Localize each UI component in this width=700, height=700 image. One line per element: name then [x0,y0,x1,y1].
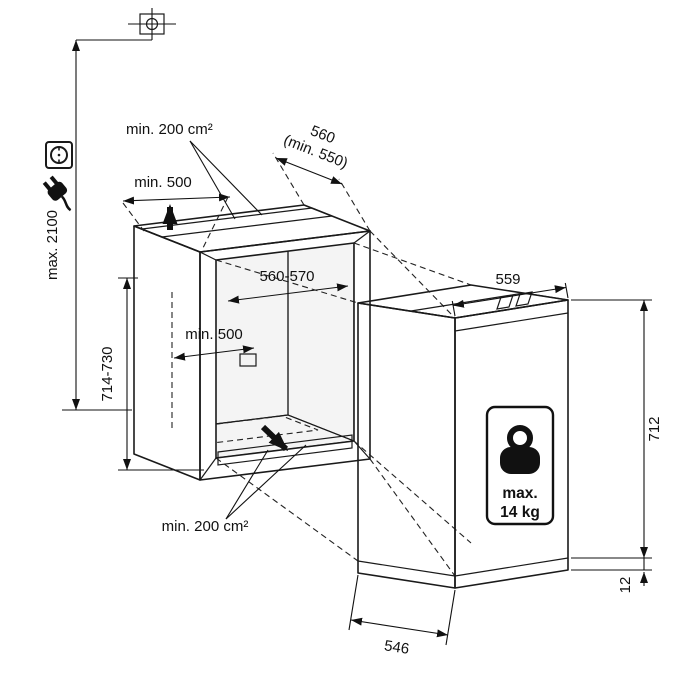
inner-clearance-label: min. 500 [185,326,243,343]
projection-line-2 [353,242,472,286]
niche-interior [216,243,354,458]
inner-clearance-dim-line [173,345,255,361]
appliance-depth-label: 546 [383,637,410,658]
ceiling-fixing-icon [128,8,176,40]
niche-height-dimension: 714-730 [99,277,204,471]
plug-body [47,181,68,201]
bottom-vent-cutout [217,434,353,466]
appliance-base-seam-left [357,560,456,577]
appliance-left-face [357,302,456,589]
weight-max-label: max. [502,485,537,502]
ceiling-symbol-box [139,13,165,35]
top-vent-area-callout: min. 200 cm² [126,121,263,220]
appliance-depth-dimension: 546 [348,574,456,658]
appliance-depth-ext-front [445,589,456,646]
max-height-label: max. 2100 [44,210,61,280]
appliance-depth-ext-back [348,574,359,631]
niche-width-dimension: 560-570 [227,268,349,304]
frame-miter-bl [199,457,217,481]
plug-prong-right [49,175,59,186]
plug-prong-left [42,181,52,191]
top-vent-leader-2 [189,140,263,216]
kettlebell-weight-icon: max. 14 kg [485,405,555,526]
projection-line-3 [215,457,359,562]
appliance-top-face [357,284,569,319]
plug-cable [60,195,72,212]
base-height-dimension: 12 [571,558,652,593]
base-height-label: 12 [617,577,634,594]
top-clearance-dim-line [122,193,231,205]
top-clearance-label: min. 500 [134,174,192,191]
airflow-down-arrow-icon [260,424,289,452]
top-clearance-ext-left [122,202,145,232]
appliance-width-ext-right [564,282,569,299]
appliance-depth-dim-line [350,617,449,638]
power-outlet-icon [45,141,73,169]
top-vent-cutout [141,207,333,238]
projection-line-6 [369,458,456,577]
appliance-height-label: 712 [646,416,663,441]
furniture-niche [133,204,371,481]
appliance-width-dim-line [452,285,566,308]
niche-width-dim-line [227,283,349,304]
appliance-width-dimension: 559 [451,271,569,317]
weight-value-label: 14 kg [500,504,540,521]
niche-depth-dim-line [275,157,343,185]
projection-line-4 [353,440,472,544]
projection-lines [215,230,472,577]
appliance-door-gap [454,312,569,332]
inner-clearance-dimension: min. 500 [171,292,255,428]
niche-depth-ext-back [272,152,305,206]
bottom-vent-leader-2 [225,444,307,520]
niche-depth-dimension: 560 (min. 550) [272,122,371,232]
appliance-footprint-outline [216,415,319,444]
max-height-dimension: max. 2100 [44,39,152,411]
niche-left-face [133,225,201,481]
projection-line-1 [215,259,359,304]
niche-depth-ext-front [338,178,371,232]
niche-height-label: 714-730 [99,346,116,401]
outlet-pin [57,153,61,157]
appliance: max. 14 kg [357,284,569,589]
bottom-vent-area-label: min. 200 cm² [162,518,249,535]
bottom-vent-area-callout: min. 200 cm² [162,444,307,535]
top-clearance-ext-right [201,196,229,251]
top-vent-leader-1 [189,140,236,220]
appliance-width-ext-left [451,300,456,317]
bottom-vent-leader-1 [225,449,269,520]
kettlebell-body [500,447,540,474]
ceiling-symbol-circle [145,17,159,31]
top-clearance-dimension: min. 500 [122,174,231,251]
power-plug-icon [42,175,72,212]
frame-miter-tl [199,251,217,261]
appliance-height-dimension: 712 [571,299,663,559]
top-vent-area-label: min. 200 cm² [126,121,213,138]
appliance-base-seam-front [454,557,569,577]
appliance-width-label: 559 [495,271,520,288]
projection-line-5 [369,230,456,319]
frame-miter-tr [353,230,371,244]
niche-width-label: 560-570 [259,268,314,285]
